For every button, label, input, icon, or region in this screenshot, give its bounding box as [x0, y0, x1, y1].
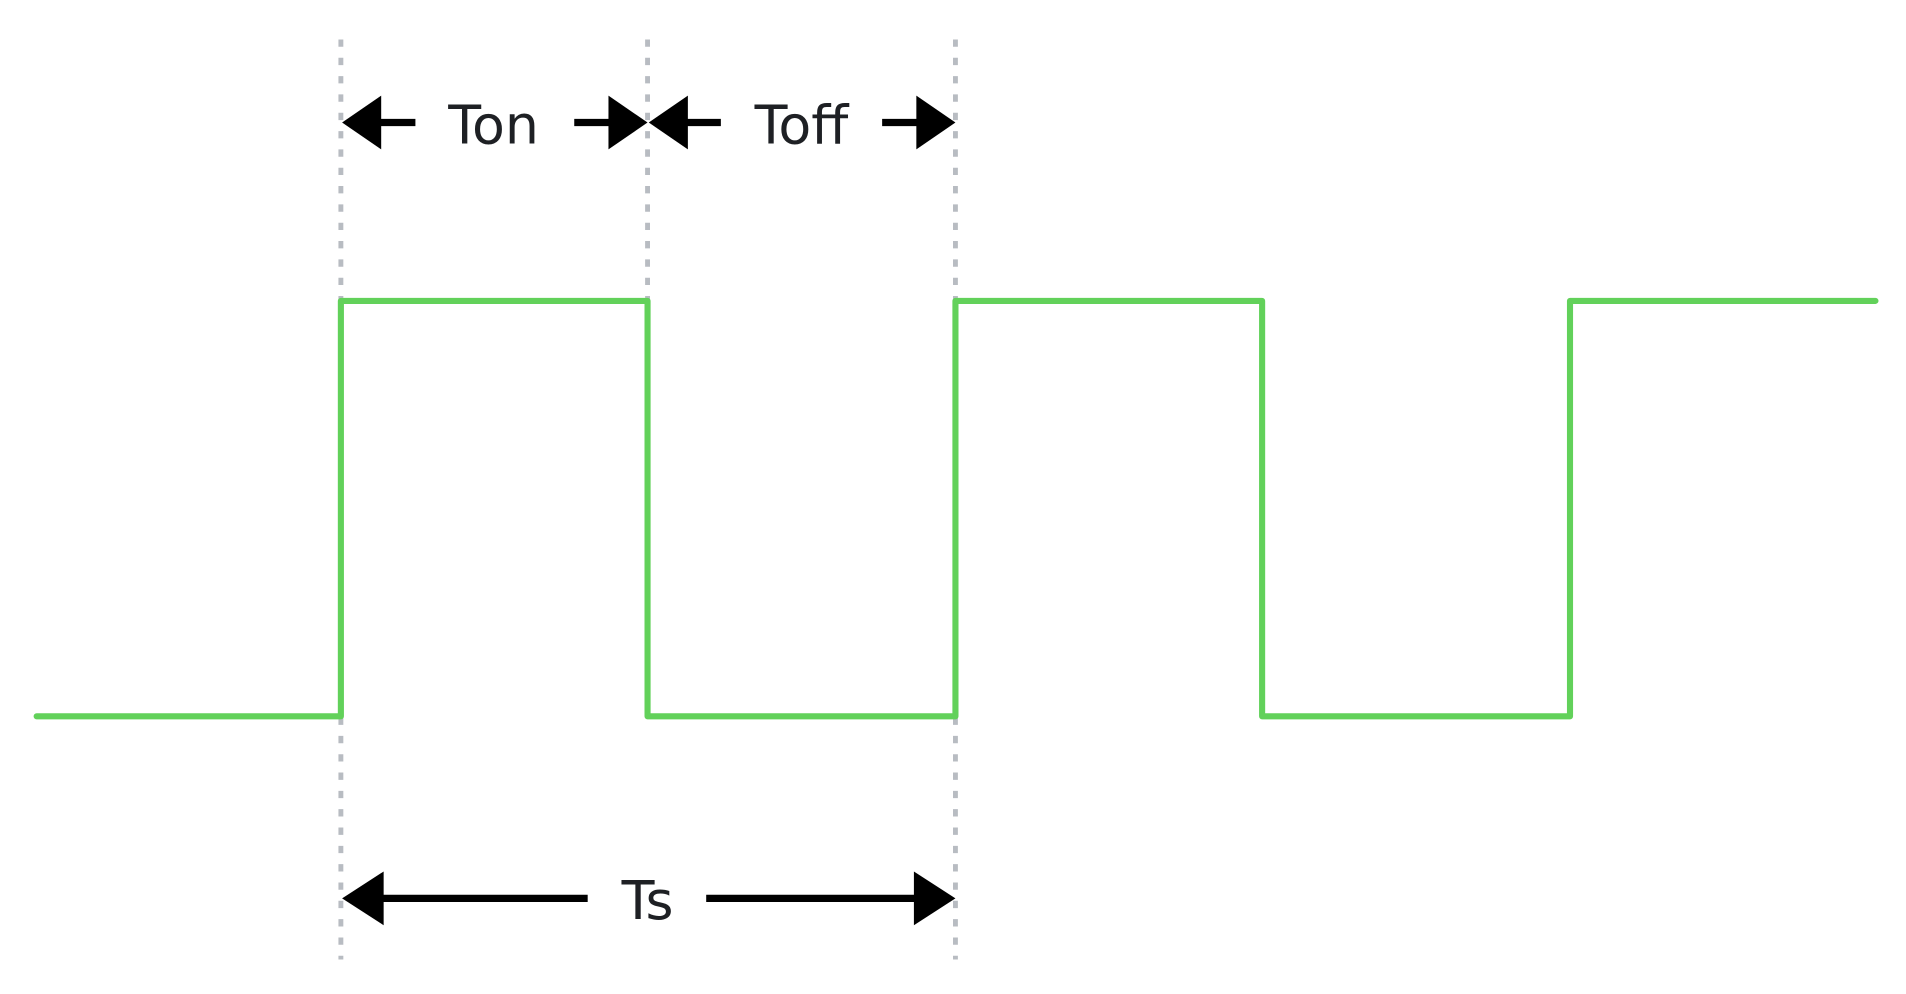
ts-dimension: Ts: [342, 869, 956, 932]
square-wave-signal: [33, 297, 1879, 720]
ts-arrow-right-head: [913, 871, 956, 926]
ton-arrow-left-head: [342, 95, 382, 150]
ton-arrow-right-head: [608, 95, 648, 150]
ts-arrow-left-head: [342, 871, 384, 926]
ton-dimension: Ton: [342, 93, 648, 156]
toff-arrow-right-head: [916, 95, 956, 150]
toff-label: Toff: [754, 93, 851, 156]
toff-dimension: Toff: [648, 93, 956, 156]
ts-label: Ts: [621, 869, 674, 932]
ton-label: Ton: [447, 93, 539, 156]
toff-arrow-left-head: [648, 95, 688, 150]
